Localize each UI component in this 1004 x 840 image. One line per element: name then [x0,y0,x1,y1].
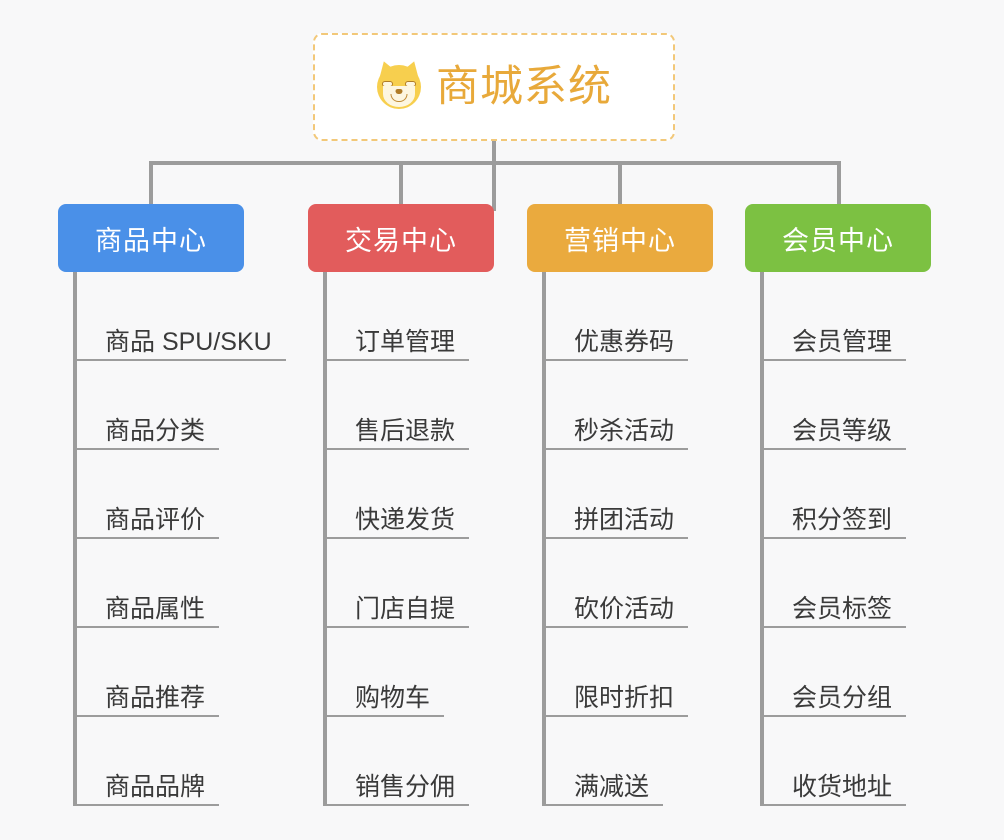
list-item-label: 会员管理 [792,328,893,357]
list-item[interactable]: 会员标签 [760,539,907,628]
list-item-label: 收货地址 [792,773,893,802]
list-item[interactable]: 收货地址 [760,717,907,806]
list-item[interactable]: 商品评价 [73,450,220,539]
list-item[interactable]: 优惠券码 [542,272,689,361]
branch-header-label: 营销中心 [564,225,676,256]
list-item-label: 订单管理 [355,328,456,357]
list-item-label: 会员分组 [792,684,893,713]
list-item-label: 限时折扣 [574,684,675,713]
branch-header-label: 交易中心 [345,225,457,256]
branch-item-list-trade-center: 订单管理售后退款快递发货门店自提购物车销售分佣 [323,272,470,806]
root-title: 商城系统 [436,62,612,111]
list-item[interactable]: 秒杀活动 [542,361,689,450]
list-item-label: 秒杀活动 [574,417,675,446]
list-item-label: 商品 SPU/SKU [105,328,272,357]
connector-drop-trade-center [399,161,403,211]
list-item-label: 售后退款 [355,417,456,446]
list-item[interactable]: 销售分佣 [323,717,470,806]
list-item[interactable]: 积分签到 [760,450,907,539]
connector-drop-member-center [837,161,841,211]
branch-item-list-marketing-center: 优惠券码秒杀活动拼团活动砍价活动限时折扣满减送 [542,272,689,806]
list-item[interactable]: 商品推荐 [73,628,220,717]
branch-spine-member-center [760,272,764,806]
list-item[interactable]: 商品品牌 [73,717,220,806]
list-item[interactable]: 拼团活动 [542,450,689,539]
branch-item-list-product-center: 商品 SPU/SKU 商品分类商品评价商品属性商品推荐商品品牌 [73,272,286,806]
list-item[interactable]: 购物车 [323,628,445,717]
list-item[interactable]: 会员等级 [760,361,907,450]
connector-horizontal-bus [149,161,841,165]
list-item[interactable]: 限时折扣 [542,628,689,717]
list-item[interactable]: 砍价活动 [542,539,689,628]
branch-header-label: 商品中心 [95,225,207,256]
list-item-label: 会员等级 [792,417,893,446]
connector-drop-product-center [149,161,153,211]
list-item-label: 砍价活动 [574,595,675,624]
list-item-label: 购物车 [355,684,431,713]
root-node-mall-system[interactable]: 商城系统 [313,33,675,141]
list-item-label: 优惠券码 [574,328,675,357]
connector-drop-marketing-center [618,161,622,211]
branch-spine-marketing-center [542,272,546,806]
branch-item-list-member-center: 会员管理会员等级积分签到会员标签会员分组收货地址 [760,272,907,806]
branch-spine-product-center [73,272,77,806]
branch-header-marketing-center[interactable]: 营销中心 [527,204,713,272]
branch-header-product-center[interactable]: 商品中心 [58,204,244,272]
list-item-label: 商品品牌 [105,773,206,802]
list-item[interactable]: 售后退款 [323,361,470,450]
list-item-label: 积分签到 [792,506,893,535]
list-item[interactable]: 商品属性 [73,539,220,628]
list-item[interactable]: 商品分类 [73,361,220,450]
list-item[interactable]: 满减送 [542,717,664,806]
list-item-label: 商品评价 [105,506,206,535]
branch-header-member-center[interactable]: 会员中心 [745,204,931,272]
list-item[interactable]: 商品 SPU/SKU [73,272,286,361]
list-item-label: 快递发货 [355,506,456,535]
list-item[interactable]: 门店自提 [323,539,470,628]
list-item[interactable]: 会员管理 [760,272,907,361]
list-item-label: 商品分类 [105,417,206,446]
branch-spine-trade-center [323,272,327,806]
list-item[interactable]: 订单管理 [323,272,470,361]
branch-header-label: 会员中心 [782,225,894,256]
list-item[interactable]: 会员分组 [760,628,907,717]
list-item-label: 商品推荐 [105,684,206,713]
list-item-label: 满减送 [574,773,650,802]
shiba-dog-face-icon [376,64,422,110]
list-item-label: 门店自提 [355,595,456,624]
branch-header-trade-center[interactable]: 交易中心 [308,204,494,272]
list-item-label: 商品属性 [105,595,206,624]
connector-root-stem [492,141,496,211]
list-item-label: 拼团活动 [574,506,675,535]
list-item[interactable]: 快递发货 [323,450,470,539]
list-item-label: 销售分佣 [355,773,456,802]
list-item-label: 会员标签 [792,595,893,624]
